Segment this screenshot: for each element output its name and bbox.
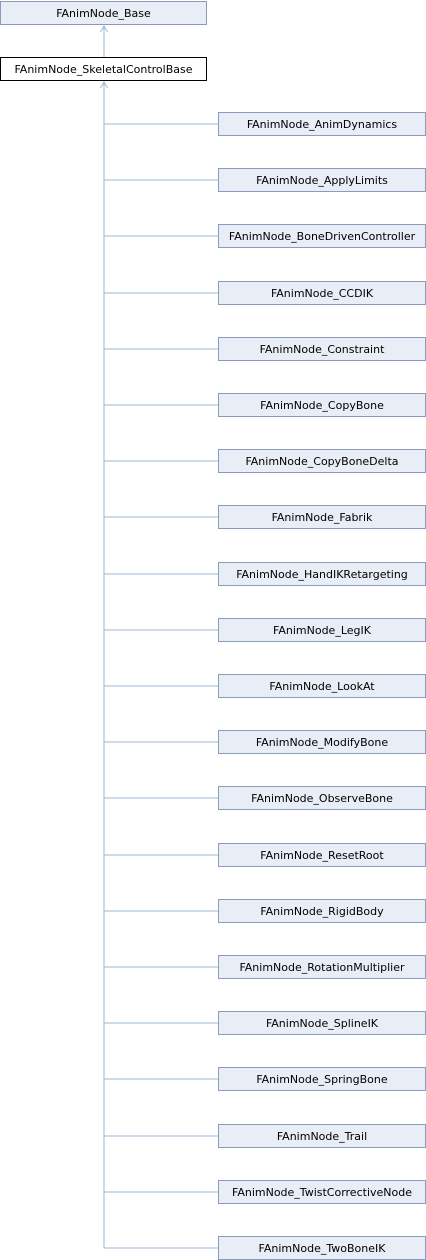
derived-class-node[interactable]: FAnimNode_ObserveBone xyxy=(218,786,426,810)
derived-class-node[interactable]: FAnimNode_RotationMultiplier xyxy=(218,955,426,979)
derived-class-node[interactable]: FAnimNode_ModifyBone xyxy=(218,730,426,754)
derived-class-node[interactable]: FAnimNode_TwistCorrectiveNode xyxy=(218,1180,426,1204)
derived-class-node[interactable]: FAnimNode_SpringBone xyxy=(218,1067,426,1091)
derived-class-node[interactable]: FAnimNode_ResetRoot xyxy=(218,843,426,867)
derived-class-node[interactable]: FAnimNode_Fabrik xyxy=(218,505,426,529)
derived-class-node[interactable]: FAnimNode_ApplyLimits xyxy=(218,168,426,192)
derived-class-node[interactable]: FAnimNode_AnimDynamics xyxy=(218,112,426,136)
derived-class-node[interactable]: FAnimNode_CCDIK xyxy=(218,281,426,305)
base-inheritance-arrow xyxy=(100,25,108,33)
derived-class-node[interactable]: FAnimNode_Trail xyxy=(218,1124,426,1148)
derived-class-node[interactable]: FAnimNode_SplineIK xyxy=(218,1011,426,1035)
derived-class-node[interactable]: FAnimNode_HandIKRetargeting xyxy=(218,562,426,586)
edge-group xyxy=(100,25,218,1249)
base-class-node[interactable]: FAnimNode_Base xyxy=(0,1,207,25)
derived-class-node[interactable]: FAnimNode_BoneDrivenController xyxy=(218,224,426,248)
derived-class-node[interactable]: FAnimNode_CopyBoneDelta xyxy=(218,449,426,473)
derived-class-node[interactable]: FAnimNode_LegIK xyxy=(218,618,426,642)
derived-class-node[interactable]: FAnimNode_TwoBoneIK xyxy=(218,1236,426,1260)
current-class-node[interactable]: FAnimNode_SkeletalControlBase xyxy=(0,57,207,81)
derived-class-node[interactable]: FAnimNode_RigidBody xyxy=(218,899,426,923)
derived-class-node[interactable]: FAnimNode_CopyBone xyxy=(218,393,426,417)
derived-class-node[interactable]: FAnimNode_LookAt xyxy=(218,674,426,698)
derived-class-node[interactable]: FAnimNode_Constraint xyxy=(218,337,426,361)
derived-inheritance-arrow xyxy=(100,81,108,89)
